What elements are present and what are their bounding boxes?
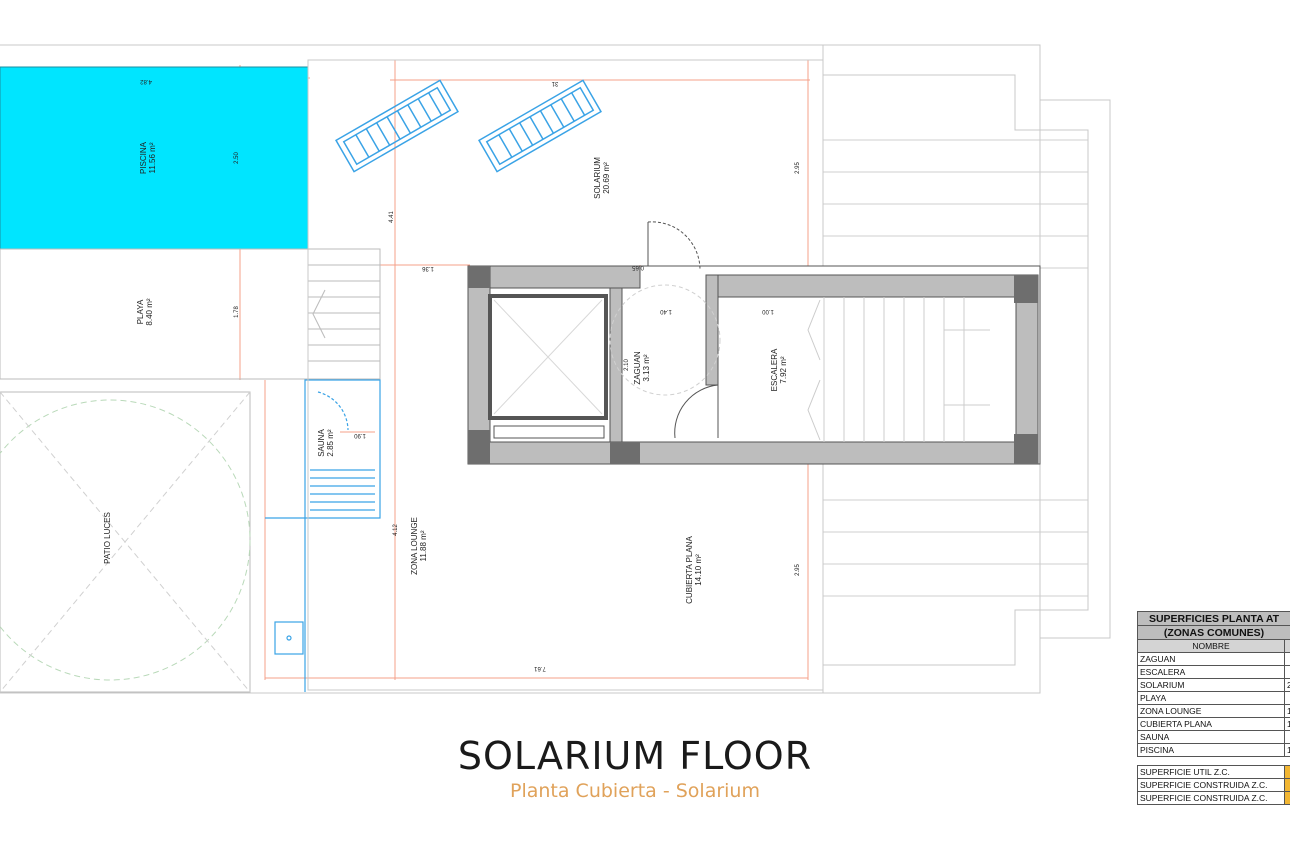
dim-top-left: 1.36 xyxy=(422,265,434,271)
dim-lounger: 31 xyxy=(551,80,558,86)
pool xyxy=(0,66,309,250)
doors xyxy=(609,221,721,439)
dim-lounge-vertical: 4.12 xyxy=(393,524,399,536)
row-name: CUBIERTA PLANA xyxy=(1137,717,1285,731)
dim-pool-height: 2.50 xyxy=(234,152,240,164)
summary-label: SUPERFICIE CONSTRUIDA Z.C. xyxy=(1137,778,1285,792)
summary-label: SUPERFICIE CONSTRUIDA Z.C. xyxy=(1137,791,1285,805)
row-value: 1 xyxy=(1284,743,1290,757)
label-zona-lounge: ZONA LOUNGE xyxy=(410,517,419,575)
row-name: ZONA LOUNGE xyxy=(1137,704,1285,718)
row-name: PLAYA xyxy=(1137,691,1285,705)
sauna xyxy=(265,379,381,692)
table-row: SAUNA xyxy=(1137,730,1290,744)
summary-label: SUPERFICIE UTIL Z.C. xyxy=(1137,765,1285,779)
label-zaguan: ZAGUAN xyxy=(633,351,642,385)
row-value xyxy=(1284,665,1290,679)
dim-bottom-right-vertical: 2.95 xyxy=(795,564,801,576)
dim-escalera-width: 1.00 xyxy=(762,308,774,314)
dim-pool-width: 4.82 xyxy=(140,78,152,84)
row-value xyxy=(1284,730,1290,744)
table-row: ESCALERA xyxy=(1137,665,1290,679)
area-table-col-header: NOMBRE xyxy=(1137,639,1285,653)
row-name: ZAGUAN xyxy=(1137,652,1285,666)
label-sauna: SAUNA xyxy=(317,429,326,457)
table-row: ZAGUAN xyxy=(1137,652,1290,666)
dim-bottom-width: 7.61 xyxy=(534,665,546,671)
sun-loungers xyxy=(335,79,602,173)
label-solarium: SOLARIUM xyxy=(593,157,602,199)
dim-top-small: 0.65 xyxy=(632,264,644,270)
label-zona-lounge-area: 11.88 m² xyxy=(419,530,428,561)
dim-zaguan-height: 2.10 xyxy=(624,359,630,371)
label-sauna-area: 2.85 m² xyxy=(326,429,335,456)
row-value: 1 xyxy=(1284,704,1290,718)
label-playa: PLAYA xyxy=(136,299,145,324)
table-row: PLAYA xyxy=(1137,691,1290,705)
row-value xyxy=(1284,691,1290,705)
label-cubierta-area: 14.10 m² xyxy=(694,554,703,586)
plan-subtitle: Planta Cubierta - Solarium xyxy=(510,780,760,802)
label-solarium-area: 20.69 m² xyxy=(602,162,611,194)
row-value xyxy=(1284,652,1290,666)
stair-treads xyxy=(807,297,990,442)
row-name: PISCINA xyxy=(1137,743,1285,757)
dim-left-vertical: 4.41 xyxy=(389,211,395,223)
dim-top-right-vertical: 2.95 xyxy=(795,162,801,174)
dim-zaguan-width: 1.40 xyxy=(660,308,672,314)
area-table-title-2: (ZONAS COMUNES) xyxy=(1137,625,1290,640)
playa-area xyxy=(0,248,309,380)
area-table-title-1: SUPERFICIES PLANTA AT xyxy=(1137,611,1290,626)
label-zaguan-area: 3.13 m² xyxy=(642,354,651,381)
row-name: ESCALERA xyxy=(1137,665,1285,679)
label-piscina: PISCINA xyxy=(139,141,148,174)
label-cubierta: CUBIERTA PLANA xyxy=(685,535,694,603)
label-escalera-area: 7.92 m² xyxy=(779,356,788,383)
summary-row: SUPERFICIE CONSTRUIDA Z.C. xyxy=(1137,778,1290,792)
pool-steps xyxy=(307,248,381,380)
dim-sauna-width: 1.90 xyxy=(354,432,366,438)
label-escalera: ESCALERA xyxy=(770,348,779,391)
row-value: 1 xyxy=(1284,717,1290,731)
area-table: SUPERFICIES PLANTA AT (ZONAS COMUNES) NO… xyxy=(1137,611,1290,805)
row-value: 2 xyxy=(1284,678,1290,692)
row-name: SOLARIUM xyxy=(1137,678,1285,692)
core-walls xyxy=(467,265,1041,465)
patio-luces xyxy=(0,391,251,693)
dim-playa-height: 1.78 xyxy=(234,306,240,318)
terrace-stripes xyxy=(823,139,1088,597)
label-playa-area: 8.40 m² xyxy=(145,298,154,325)
row-name: SAUNA xyxy=(1137,730,1285,744)
summary-row: SUPERFICIE UTIL Z.C. xyxy=(1137,765,1290,779)
label-piscina-area: 11.56 m² xyxy=(148,142,157,173)
summary-row: SUPERFICIE CONSTRUIDA Z.C. xyxy=(1137,791,1290,805)
plan-title: SOLARIUM FLOOR xyxy=(457,734,813,778)
label-patio: PATIO LUCES xyxy=(103,512,112,564)
